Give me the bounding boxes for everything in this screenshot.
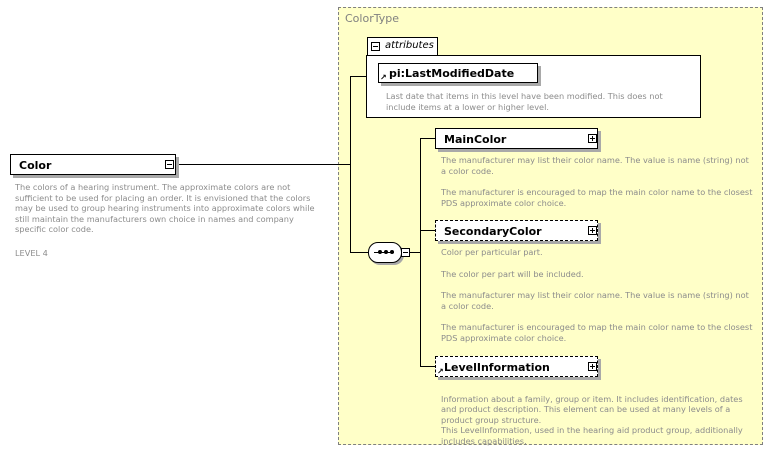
branch-maincolor: [420, 138, 435, 139]
secondarycolor-desc-line: Color per particular part.: [441, 247, 543, 257]
children-branch-line: [420, 138, 421, 367]
branch-levelinformation: [420, 366, 435, 367]
attributes-collapse-toggle[interactable]: [371, 42, 380, 51]
maincolor-desc-line: The manufacturer may list their color na…: [441, 155, 749, 176]
secondarycolor-description: Color per particular part. The color per…: [441, 247, 756, 344]
attribute-name: pi:LastModifiedDate: [389, 67, 515, 80]
reference-arrow-icon: ↗: [437, 367, 444, 376]
color-collapse-toggle[interactable]: [165, 160, 174, 169]
secondarycolor-element[interactable]: SecondaryColor: [435, 220, 598, 241]
secondarycolor-desc-line: The manufacturer is encouraged to map th…: [441, 322, 753, 343]
sequence-out-line: [410, 252, 420, 253]
color-description: The colors of a hearing instrument. The …: [15, 182, 315, 235]
main-connector-line: [350, 76, 351, 253]
attribute-lastmodifieddate[interactable]: ↗ pi:LastModifiedDate: [378, 63, 538, 83]
maincolor-expand-toggle[interactable]: [588, 134, 597, 143]
color-connector-line: [176, 164, 351, 165]
secondarycolor-desc-line: The manufacturer may list their color na…: [441, 290, 749, 311]
sequence-connector-line: [350, 252, 368, 253]
maincolor-desc-line: The manufacturer is encouraged to map th…: [441, 187, 753, 208]
branch-secondarycolor: [420, 230, 435, 231]
maincolor-description: The manufacturer may list their color na…: [441, 155, 756, 208]
sequence-collapse-toggle[interactable]: [401, 248, 410, 257]
secondarycolor-name: SecondaryColor: [444, 225, 542, 238]
levelinformation-desc-line: Information about a family, group or ite…: [441, 393, 743, 446]
attributes-tab: [367, 37, 438, 56]
reference-arrow-icon: ↗: [380, 73, 387, 82]
levelinformation-description: Information about a family, group or ite…: [441, 383, 756, 457]
attribute-description: Last date that items in this level have …: [386, 91, 663, 112]
color-element[interactable]: Color: [10, 154, 176, 175]
colortype-title: ColorType: [345, 12, 399, 25]
color-element-name: Color: [19, 159, 52, 172]
secondarycolor-expand-toggle[interactable]: [588, 226, 597, 235]
levelinformation-name: LevelInformation: [444, 361, 550, 374]
secondarycolor-desc-line: The color per part will be included.: [441, 268, 584, 279]
levelinformation-element[interactable]: ↗ LevelInformation: [435, 356, 598, 377]
maincolor-name: MainColor: [444, 133, 507, 146]
sequence-compositor-icon[interactable]: [368, 242, 402, 263]
levelinformation-expand-toggle[interactable]: [588, 362, 597, 371]
attributes-connector-line: [350, 76, 367, 77]
attributes-label: attributes: [385, 40, 434, 51]
maincolor-element[interactable]: MainColor: [435, 128, 598, 149]
color-level: LEVEL 4: [15, 248, 48, 258]
